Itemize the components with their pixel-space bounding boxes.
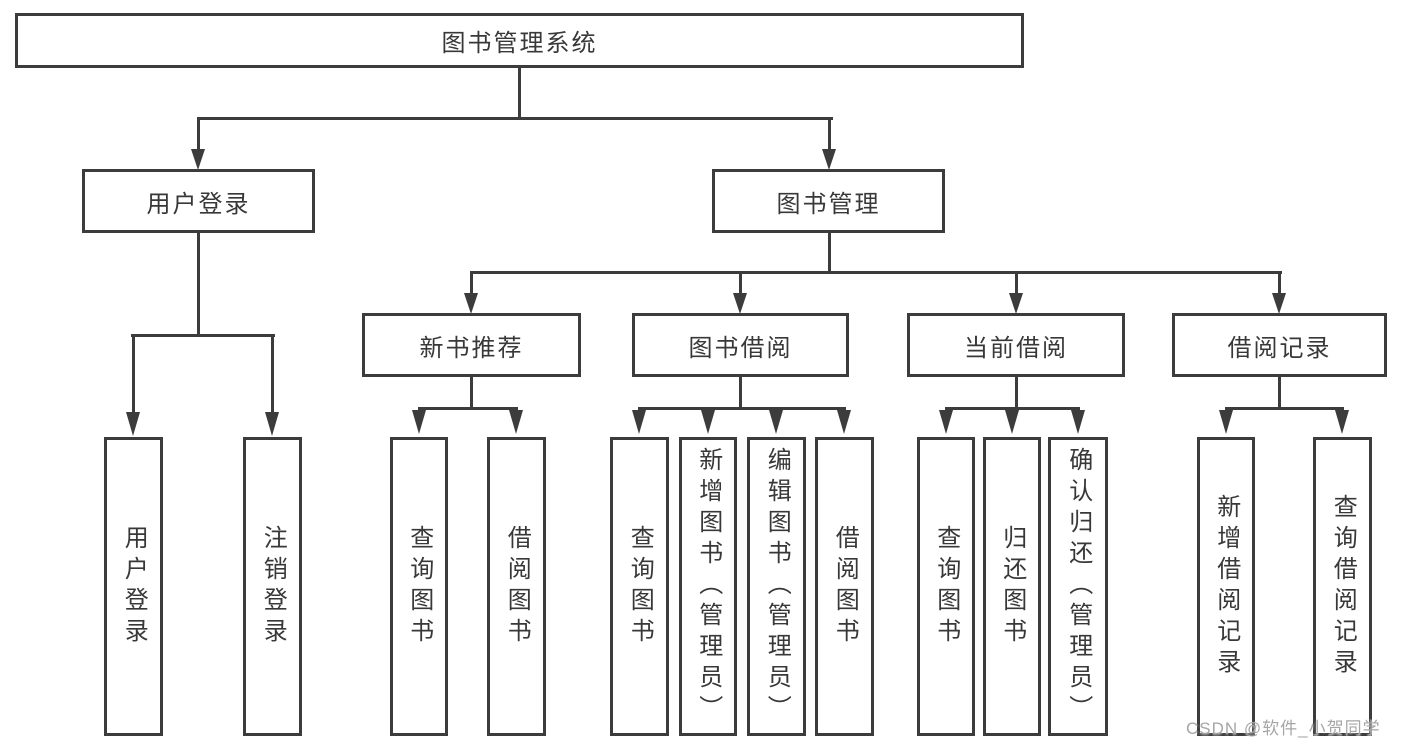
leaf-records-add: 新增借阅记录 — [1197, 437, 1255, 736]
connector-stub-new-book-rec — [470, 271, 473, 295]
node-book-mgmt: 图书管理 — [712, 169, 945, 233]
arrow-to-borrow-borrow — [837, 410, 851, 434]
connector-user-login-hline — [131, 334, 275, 337]
arrow-to-book-borrow — [733, 293, 747, 314]
node-current-borrow-label: 当前借阅 — [964, 334, 1068, 362]
arrow-to-rec-query — [412, 410, 426, 434]
leaf-borrow-borrow-books: 借阅图书 — [815, 437, 874, 736]
arrow-to-current-query — [939, 410, 953, 434]
connector-user-login-stem — [197, 231, 200, 336]
leaf-rec-borrow-books: 借阅图书 — [487, 437, 546, 736]
connector-book-borrow-stem — [739, 375, 742, 410]
node-new-book-rec: 新书推荐 — [362, 313, 581, 377]
arrow-to-borrow-query — [632, 410, 646, 434]
connector-current-borrow-stem — [1015, 375, 1018, 410]
node-book-mgmt-label: 图书管理 — [776, 190, 881, 218]
leaf-current-query-books-label: 查询图书 — [932, 524, 960, 649]
arrow-to-book-mgmt — [822, 149, 836, 170]
connector-current-borrow-hline — [945, 407, 1080, 410]
connector-new-book-rec-hline — [418, 407, 518, 410]
leaf-current-confirm-return: 确认归还（管理员） — [1048, 437, 1108, 736]
node-book-borrow-label: 图书借阅 — [688, 334, 793, 362]
node-current-borrow: 当前借阅 — [907, 313, 1125, 377]
node-book-borrow: 图书借阅 — [632, 313, 849, 377]
leaf-records-query: 查询借阅记录 — [1313, 437, 1372, 736]
leaf-borrow-query-books-label: 查询图书 — [626, 524, 654, 649]
leaf-borrow-add-books: 新增图书（管理员） — [679, 437, 737, 736]
leaf-borrow-query-books: 查询图书 — [610, 437, 669, 736]
leaf-current-query-books: 查询图书 — [917, 437, 975, 736]
arrow-to-borrow-records — [1272, 293, 1286, 314]
leaf-records-add-label: 新增借阅记录 — [1212, 493, 1240, 680]
leaf-borrow-edit-books: 编辑图书（管理员） — [747, 437, 806, 736]
node-user-login-label: 用户登录 — [146, 190, 251, 218]
node-borrow-records-label: 借阅记录 — [1227, 334, 1332, 362]
leaf-current-return-books-label: 归还图书 — [998, 524, 1026, 649]
leaf-rec-query-books-label: 查询图书 — [405, 524, 433, 649]
leaf-rec-borrow-books-label: 借阅图书 — [503, 524, 531, 649]
arrow-to-current-return — [1005, 410, 1019, 434]
arrow-to-borrow-add — [701, 410, 715, 434]
leaf-rec-query-books: 查询图书 — [390, 437, 448, 736]
node-user-login: 用户登录 — [82, 169, 315, 233]
connector-new-book-rec-stem — [470, 375, 473, 410]
arrow-to-records-query — [1335, 410, 1349, 434]
arrow-to-logout-leaf — [265, 412, 279, 436]
node-root: 图书管理系统 — [15, 13, 1024, 68]
connector-book-mgmt-hline — [470, 271, 1282, 274]
node-new-book-rec-label: 新书推荐 — [419, 334, 524, 362]
connector-stub-book-mgmt — [828, 117, 831, 151]
node-root-label: 图书管理系统 — [441, 30, 598, 57]
connector-stub-logout-leaf — [271, 334, 274, 414]
leaf-logout: 注销登录 — [243, 437, 302, 736]
connector-borrow-records-stem — [1278, 375, 1281, 410]
connector-root-hline — [197, 117, 833, 120]
arrow-to-records-add — [1219, 410, 1233, 434]
leaf-logout-label: 注销登录 — [259, 524, 287, 649]
connector-stub-login-leaf — [132, 334, 135, 414]
leaf-records-query-label: 查询借阅记录 — [1329, 493, 1357, 680]
arrow-to-user-login — [191, 149, 205, 170]
leaf-user-login-label: 用户登录 — [120, 524, 148, 649]
connector-book-mgmt-stem — [828, 231, 831, 274]
arrow-to-new-book-rec — [464, 293, 478, 314]
leaf-current-return-books: 归还图书 — [983, 437, 1041, 736]
connector-borrow-records-hline — [1225, 407, 1344, 410]
connector-stub-book-borrow — [739, 271, 742, 295]
connector-stub-current-borrow — [1015, 271, 1018, 295]
node-borrow-records: 借阅记录 — [1172, 313, 1387, 377]
leaf-user-login: 用户登录 — [104, 437, 163, 736]
leaf-current-confirm-return-label: 确认归还（管理员） — [1064, 447, 1092, 726]
csdn-watermark: CSDN @软件_小贺同学 — [1186, 719, 1381, 738]
arrow-to-rec-borrow — [509, 410, 523, 434]
leaf-borrow-borrow-books-label: 借阅图书 — [831, 524, 859, 649]
arrow-to-current-confirm — [1071, 410, 1085, 434]
connector-stub-borrow-records — [1278, 271, 1281, 295]
arrow-to-borrow-edit — [769, 410, 783, 434]
connector-stub-user-login — [197, 117, 200, 151]
arrow-to-current-borrow — [1009, 293, 1023, 314]
connector-root-stem — [518, 66, 521, 119]
connector-book-borrow-hline — [638, 407, 846, 410]
leaf-borrow-add-books-label: 新增图书（管理员） — [694, 447, 722, 726]
arrow-to-login-leaf — [126, 412, 140, 436]
leaf-borrow-edit-books-label: 编辑图书（管理员） — [763, 447, 791, 726]
